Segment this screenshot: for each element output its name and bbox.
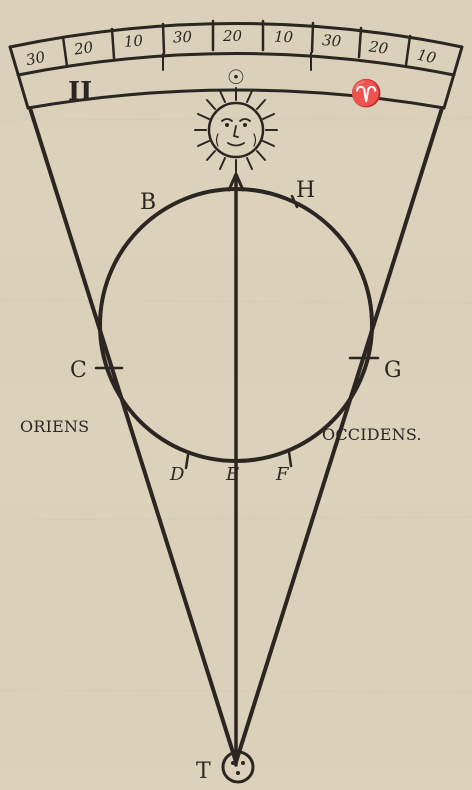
scale-number-4: 30 bbox=[173, 28, 193, 47]
point-t-label: T bbox=[196, 759, 211, 784]
point-g-label: G bbox=[384, 358, 402, 383]
sight-cone bbox=[28, 106, 444, 764]
point-f-label: F bbox=[275, 464, 290, 485]
zodiac-scale-band bbox=[8, 19, 464, 110]
central-axis bbox=[227, 172, 245, 767]
scale-number-6: 10 bbox=[274, 28, 294, 47]
circle-ticks bbox=[94, 194, 380, 470]
gemini-sign: II bbox=[68, 77, 92, 107]
aries-sign: ♈ bbox=[350, 78, 382, 109]
scale-number-1: 30 bbox=[24, 48, 47, 70]
scale-numbers: 30 20 10 30 20 10 30 20 10 bbox=[24, 27, 438, 69]
point-h-label: H bbox=[296, 178, 315, 203]
scale-number-2: 20 bbox=[72, 38, 95, 59]
oriens-label: ORIENS bbox=[20, 417, 89, 436]
epicycle-circle bbox=[98, 187, 374, 463]
scale-number-9: 10 bbox=[415, 46, 438, 68]
point-e-label: E bbox=[225, 464, 239, 485]
point-c-label: C bbox=[70, 358, 87, 383]
scale-number-7: 30 bbox=[321, 31, 342, 51]
occidens-label: OCCIDENS. bbox=[322, 425, 422, 444]
scale-number-8: 20 bbox=[367, 37, 390, 58]
scale-dividers bbox=[61, 19, 412, 68]
scale-number-5: 20 bbox=[222, 27, 243, 45]
scale-number-3: 10 bbox=[123, 31, 144, 51]
earth-face-icon bbox=[221, 750, 255, 784]
sun-sign-symbol: ☉ bbox=[227, 65, 245, 89]
point-b-label: B bbox=[140, 190, 156, 215]
sun-face-icon bbox=[194, 87, 278, 173]
point-d-label: D bbox=[169, 464, 185, 485]
